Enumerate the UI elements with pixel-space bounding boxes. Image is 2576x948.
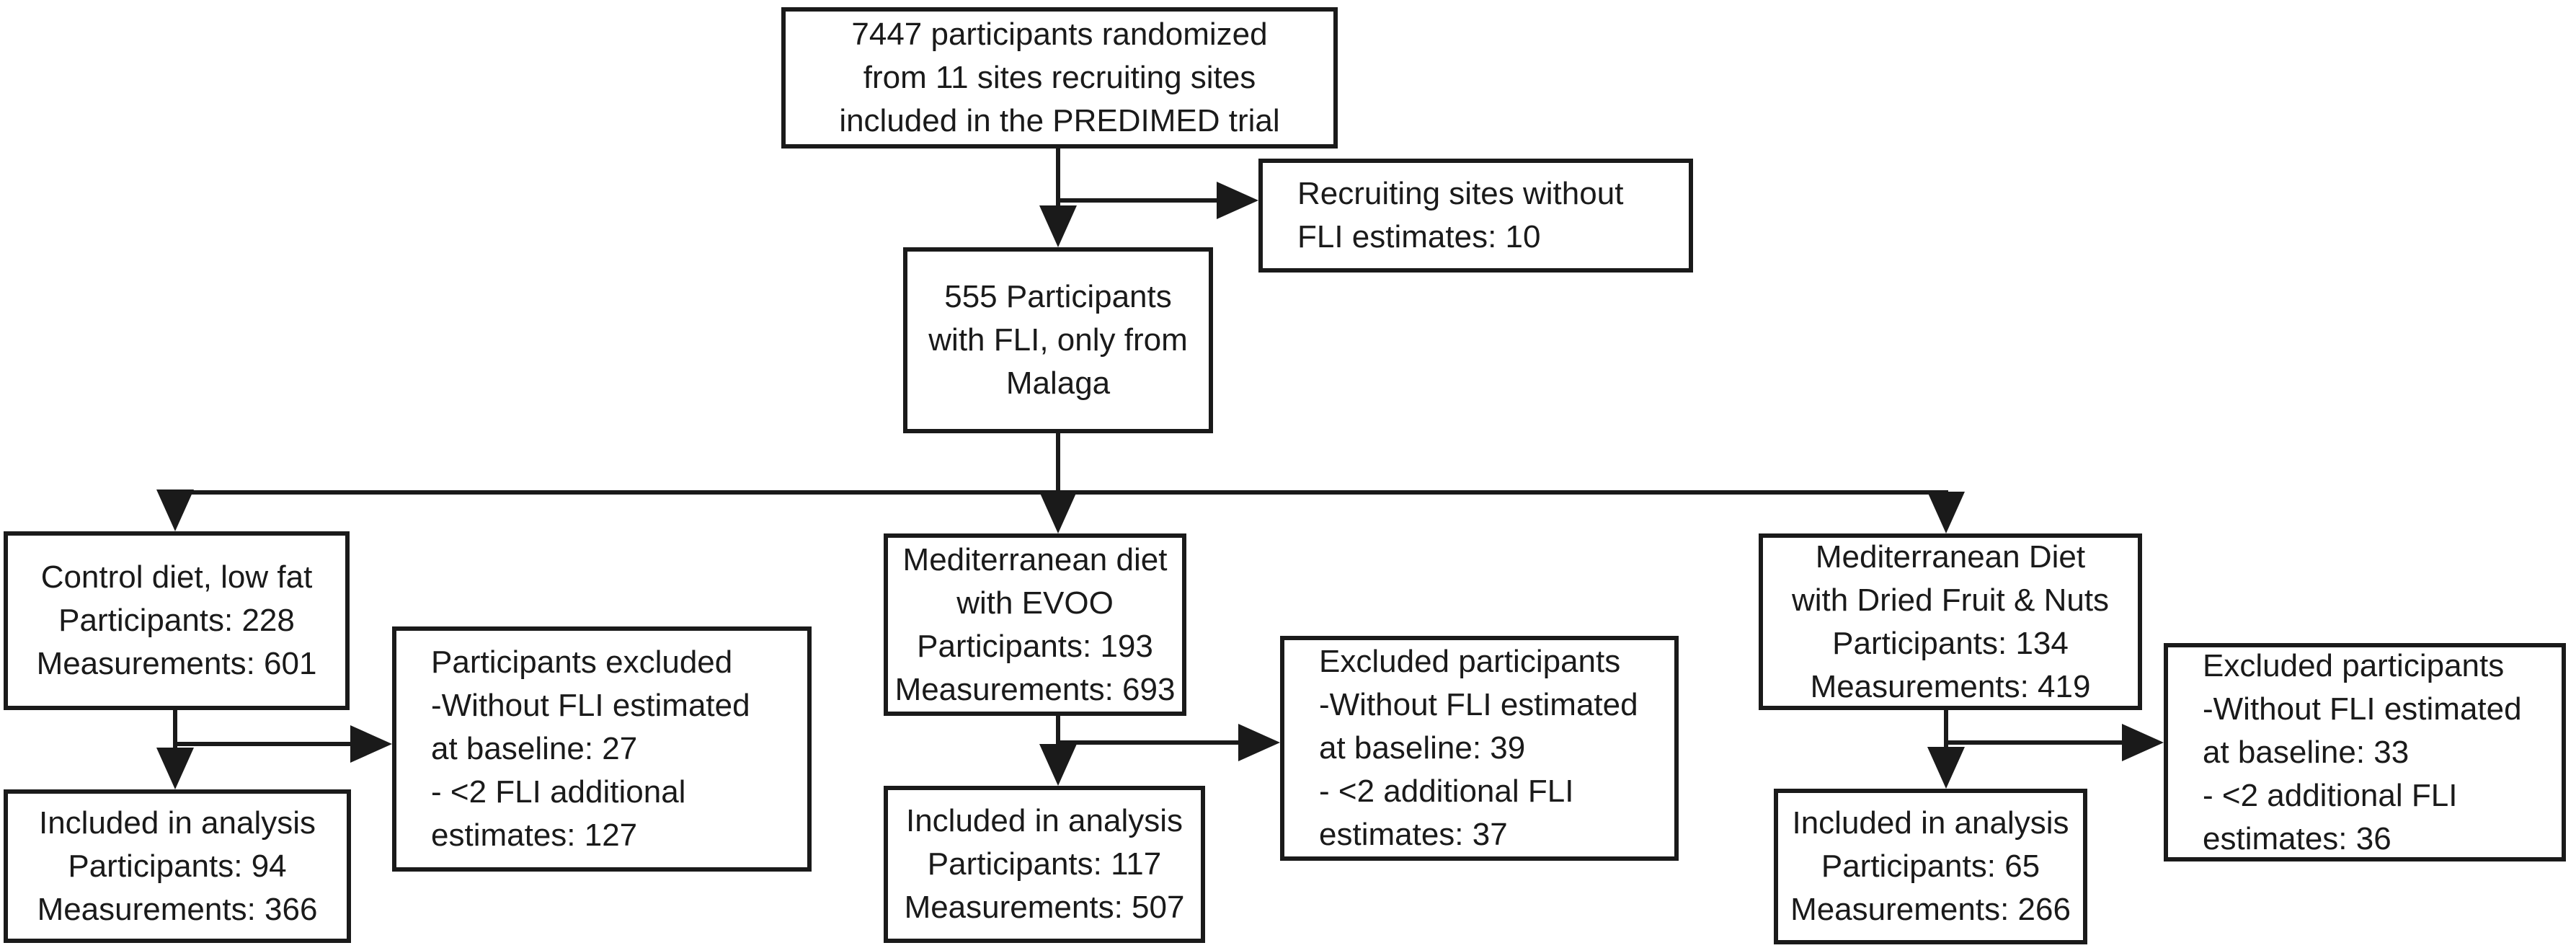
box-text-line: FLI estimates: 10 xyxy=(1297,219,1541,254)
malaga-participants-box: 555 Participants with FLI, only from Mal… xyxy=(903,247,1213,433)
box-text-line: included in the PREDIMED trial xyxy=(839,103,1280,138)
connector-control-to-included xyxy=(173,710,177,750)
box-text-line: Participants: 117 xyxy=(927,846,1162,882)
box-text-line: Recruiting sites without xyxy=(1297,176,1624,211)
arrow-down-icon xyxy=(156,489,194,531)
arrow-down-icon xyxy=(1039,205,1077,247)
box-text-line: Excluded participants xyxy=(1319,644,1621,679)
box-text-line: Included in analysis xyxy=(905,803,1183,838)
control-included-box: Included in analysis Participants: 94 Me… xyxy=(4,789,351,943)
box-text-line: - <2 additional FLI xyxy=(1319,774,1574,809)
box-text-line: Participants: 193 xyxy=(917,628,1153,664)
box-text-line: estimates: 36 xyxy=(2203,820,2391,856)
box-text-line: from 11 sites recruiting sites xyxy=(863,60,1256,95)
box-text-line: Measurements: 266 xyxy=(1790,892,2071,927)
box-text-line: with Dried Fruit & Nuts xyxy=(1791,582,2110,618)
box-text-line: 555 Participants xyxy=(944,279,1172,314)
box-text-line: Control diet, low fat xyxy=(40,559,313,595)
arrow-right-icon xyxy=(1238,724,1280,761)
box-text-line: -Without FLI estimated xyxy=(1319,687,1638,722)
box-text-line: Participants: 94 xyxy=(68,848,287,884)
box-text-line: Participants: 65 xyxy=(1821,849,2040,884)
arrow-down-icon xyxy=(1039,744,1077,786)
arrow-right-icon xyxy=(1217,182,1258,219)
box-text-line: at baseline: 33 xyxy=(2203,734,2410,770)
box-text-line: - <2 additional FLI xyxy=(2203,777,2458,813)
box-text-line: Participants: 228 xyxy=(58,603,295,638)
box-text-line: at baseline: 27 xyxy=(431,731,638,766)
box-text-line: with FLI, only from xyxy=(928,322,1188,358)
nuts-excluded-box: Excluded participants -Without FLI estim… xyxy=(2164,643,2566,861)
connector-nuts-to-excluded xyxy=(1944,740,2122,745)
box-text-line: Included in analysis xyxy=(38,805,316,841)
randomized-box: 7447 participants randomized from 11 sit… xyxy=(781,7,1338,149)
connector-malaga-to-split xyxy=(1056,433,1060,497)
box-text-line: Included in analysis xyxy=(1792,805,2069,841)
box-text-line: Measurements: 601 xyxy=(36,646,317,681)
evoo-diet-box: Mediterranean diet with EVOO Participant… xyxy=(884,533,1186,716)
recruiting-sites-without-fli-box: Recruiting sites without FLI estimates: … xyxy=(1258,159,1693,273)
box-text-line: at baseline: 39 xyxy=(1319,730,1526,766)
box-text-line: -Without FLI estimated xyxy=(431,688,750,723)
connector-evoo-to-excluded xyxy=(1056,740,1238,745)
connector-nuts-to-included xyxy=(1944,710,1948,750)
box-text-line: Measurements: 366 xyxy=(37,891,318,927)
arrow-right-icon xyxy=(350,725,392,763)
arrow-right-icon xyxy=(2122,724,2164,761)
box-text-line: -Without FLI estimated xyxy=(2203,691,2522,727)
connector-evoo-to-included xyxy=(1056,716,1060,748)
evoo-included-box: Included in analysis Participants: 117 M… xyxy=(884,786,1205,943)
control-diet-box: Control diet, low fat Participants: 228 … xyxy=(4,531,350,710)
box-text-line: 7447 participants randomized xyxy=(851,17,1268,52)
box-text-line: with EVOO xyxy=(956,585,1114,621)
nuts-included-box: Included in analysis Participants: 65 Me… xyxy=(1774,789,2087,944)
arrow-down-icon xyxy=(1039,492,1077,533)
connector-control-to-excluded xyxy=(173,742,355,746)
arrow-down-icon xyxy=(1927,492,1965,533)
box-text-line: Mediterranean diet xyxy=(902,541,1168,577)
box-text-line: Participants excluded xyxy=(431,644,733,680)
box-text-line: estimates: 37 xyxy=(1319,817,1508,852)
connector-randomized-to-malaga xyxy=(1056,149,1060,209)
evoo-excluded-box: Excluded participants -Without FLI estim… xyxy=(1280,636,1679,861)
box-text-line: Mediterranean Diet xyxy=(1815,539,2086,575)
box-text-line: estimates: 127 xyxy=(431,818,638,853)
box-text-line: Measurements: 507 xyxy=(904,890,1185,925)
nuts-diet-box: Mediterranean Diet with Dried Fruit & Nu… xyxy=(1759,533,2142,710)
box-text-line: - <2 FLI additional xyxy=(431,774,686,810)
arrow-down-icon xyxy=(1927,747,1965,789)
box-text-line: Measurements: 693 xyxy=(894,671,1176,707)
box-text-line: Malaga xyxy=(1005,366,1111,401)
box-text-line: Participants: 134 xyxy=(1832,625,2069,661)
box-text-line: Excluded participants xyxy=(2203,647,2505,683)
control-excluded-box: Participants excluded -Without FLI estim… xyxy=(392,626,812,872)
connector-to-recruiting-sites xyxy=(1056,198,1219,203)
box-text-line: Measurements: 419 xyxy=(1810,668,2091,704)
arrow-down-icon xyxy=(156,748,194,789)
